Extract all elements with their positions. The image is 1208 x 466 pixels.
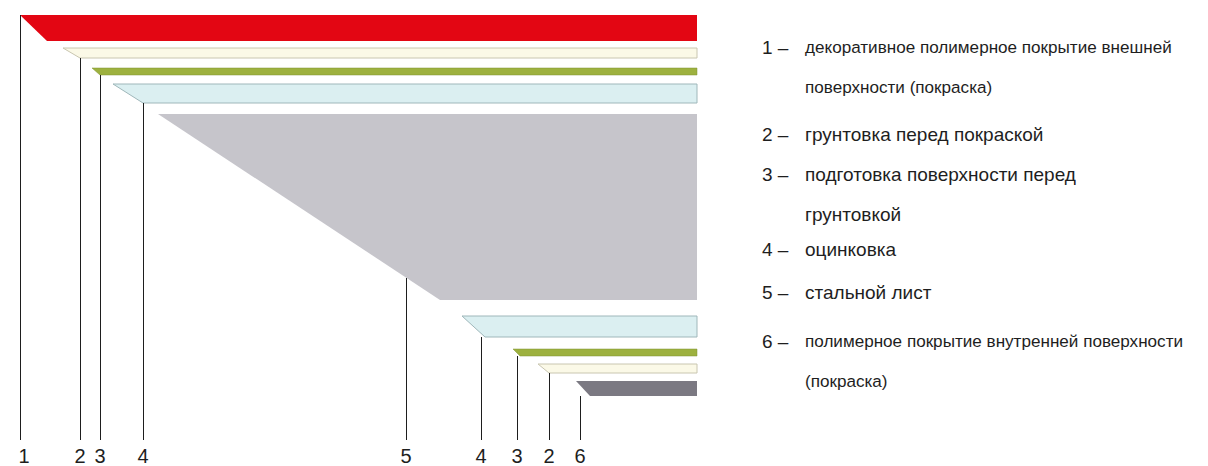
callout-number: 5 — [400, 444, 411, 466]
legend-number: 6 – — [762, 322, 788, 362]
zinc-layer — [462, 316, 697, 337]
legend-description: оцинковка — [805, 230, 896, 270]
legend-number: 5 – — [762, 273, 788, 313]
steel-sheet — [158, 114, 697, 300]
callout-number: 1 — [18, 444, 29, 466]
legend-description: стальной лист — [805, 273, 931, 313]
primer-layer — [538, 364, 697, 373]
legend-description: полимерное покрытие внутренней поверхнос… — [805, 322, 1205, 402]
callout-number: 2 — [543, 444, 554, 466]
callout-number: 6 — [574, 444, 585, 466]
legend-description: подготовка поверхности перед грунтовкой — [805, 155, 1145, 235]
legend-number: 2 – — [762, 115, 788, 155]
paint-layer — [20, 15, 697, 41]
zinc-layer — [113, 84, 697, 103]
legend-description: грунтовка перед покраской — [805, 115, 1043, 155]
callout-number: 4 — [475, 444, 486, 466]
legend-number: 3 – — [762, 155, 788, 195]
pretreatment-layer — [92, 68, 697, 75]
primer-layer — [63, 48, 697, 58]
callout-number: 4 — [137, 444, 148, 466]
legend-number: 4 – — [762, 230, 788, 270]
callout-number: 3 — [511, 444, 522, 466]
callout-number: 2 — [74, 444, 85, 466]
legend-description: декоративное полимерное покрытие внешней… — [805, 28, 1205, 108]
inner-paint-layer — [576, 381, 697, 396]
callout-number: 3 — [94, 444, 105, 466]
pretreatment-layer — [513, 349, 697, 356]
leader-lines — [21, 15, 581, 440]
legend-number: 1 – — [762, 28, 788, 68]
